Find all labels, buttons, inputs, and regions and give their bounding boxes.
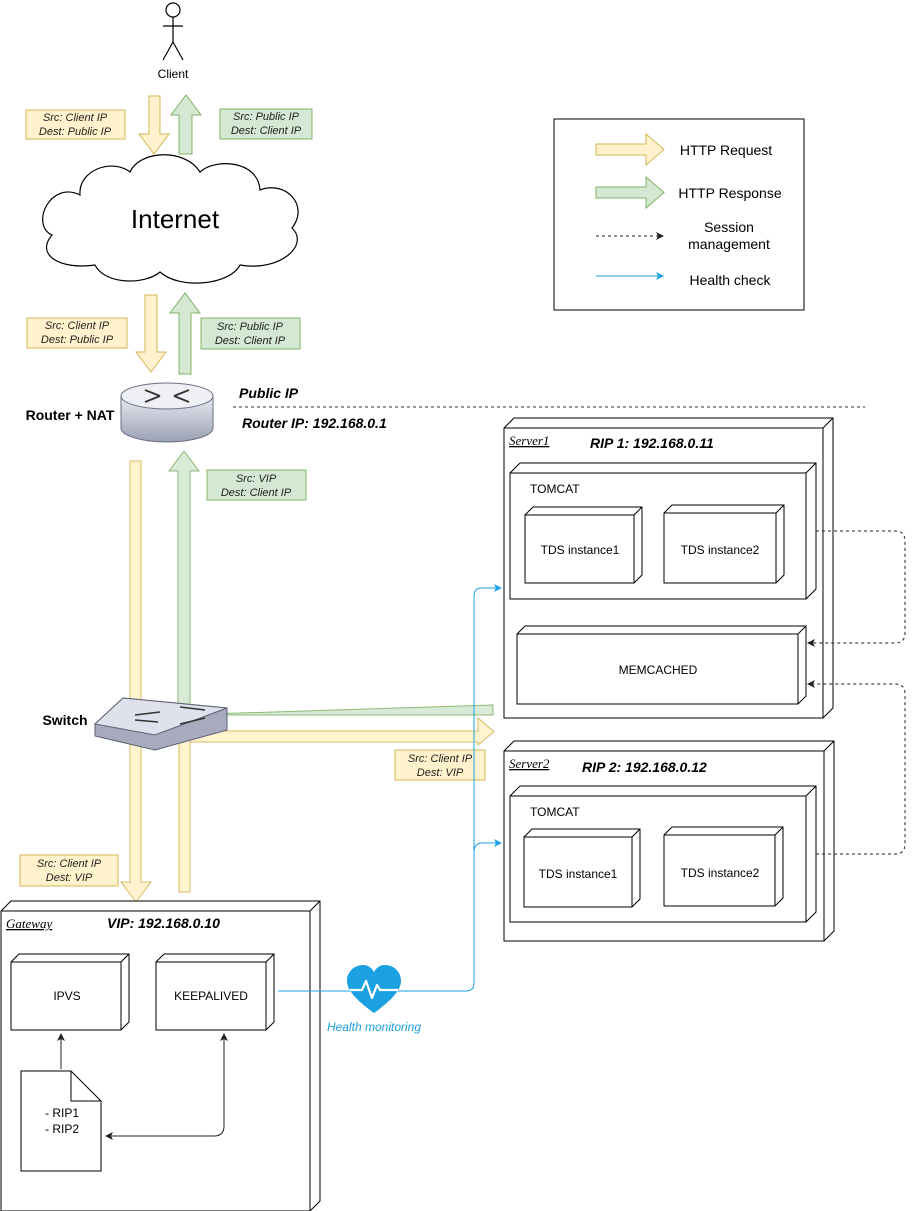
server2-instance2-label: TDS instance2	[681, 866, 760, 880]
svg-text:Dest: Public IP: Dest: Public IP	[41, 334, 114, 346]
gateway-vip: VIP: 192.168.0.10	[107, 915, 220, 931]
request-path-router-to-gateway	[120, 460, 152, 903]
note-top-request: Src: Client IP Dest: Public IP	[25, 109, 126, 140]
client-label: Client	[158, 67, 189, 81]
legend-response-label: HTTP Response	[678, 185, 781, 201]
ipvs-box	[10, 953, 130, 1031]
svg-text:Src: Client IP: Src: Client IP	[45, 320, 110, 332]
note-mid-response: Src: Public IP Dest: Client IP	[200, 317, 301, 350]
svg-text:Src: VIP: Src: VIP	[236, 473, 277, 485]
server1-tomcat-label: TOMCAT	[530, 482, 580, 496]
health-monitoring-label: Health monitoring	[327, 1020, 421, 1034]
ipvs-label: IPVS	[53, 989, 80, 1003]
request-path-switch-to-servers	[178, 716, 495, 893]
server2-rip: RIP 2: 192.168.0.12	[582, 759, 707, 775]
svg-text:Src: Public IP: Src: Public IP	[217, 321, 284, 333]
rip-list-keepalived-link	[105, 1033, 228, 1140]
server1-rip: RIP 1: 192.168.0.11	[590, 435, 714, 451]
rip-list-item-1: - RIP1	[45, 1106, 79, 1120]
note-top-response: Src: Public IP Dest: Client IP	[219, 108, 313, 140]
server2-instance1-label: TDS instance1	[539, 867, 618, 881]
legend-session-label-2: management	[688, 236, 770, 252]
server2-tomcat-label: TOMCAT	[530, 805, 580, 819]
session-link-server2-memcached	[807, 680, 906, 855]
server1-instance2-label: TDS instance2	[681, 543, 760, 557]
memcached-box	[516, 625, 807, 705]
rip-list-item-2: - RIP2	[45, 1122, 79, 1136]
router-label: Router + NAT	[26, 407, 115, 423]
switch-label: Switch	[42, 712, 87, 728]
svg-text:Src: Client IP: Src: Client IP	[408, 753, 473, 765]
request-arrow-client-internet	[138, 95, 170, 155]
server1-instance1-box	[524, 506, 643, 584]
session-link-server1-memcached	[807, 530, 906, 647]
public-ip-label: Public IP	[239, 385, 299, 401]
note-mid-request: Src: Client IP Dest: Public IP	[26, 317, 128, 349]
note-gateway-request: Src: Client IP Dest: VIP	[19, 854, 119, 887]
note-switch-request: Src: Client IP Dest: VIP	[394, 749, 486, 781]
memcached-label: MEMCACHED	[619, 663, 698, 677]
response-arrow-internet-client	[170, 94, 202, 155]
note-router-response: Src: VIP Dest: Client IP	[206, 469, 307, 501]
internet-cloud	[42, 154, 299, 284]
svg-text:Src: Public IP: Src: Public IP	[233, 111, 300, 123]
rip-list-document	[20, 1070, 102, 1172]
server1-instance1-label: TDS instance1	[541, 543, 620, 557]
keepalived-label: KEEPALIVED	[174, 989, 248, 1003]
server1-instance2-box	[663, 504, 785, 584]
response-arrow-router-internet	[169, 292, 201, 375]
router-icon	[120, 382, 214, 443]
svg-text:Dest: Client IP: Dest: Client IP	[231, 125, 302, 137]
legend-response-swatch	[595, 175, 665, 210]
server2-label: Server2	[509, 756, 550, 771]
svg-text:Dest: Client IP: Dest: Client IP	[215, 335, 286, 347]
legend-request-swatch	[595, 132, 665, 167]
svg-text:Dest: Public IP: Dest: Public IP	[39, 126, 112, 138]
health-check-to-server2	[473, 839, 502, 854]
heart-monitor-icon	[347, 965, 401, 1013]
server2-instance1-box	[523, 828, 641, 908]
svg-text:Dest: Client IP: Dest: Client IP	[221, 487, 292, 499]
svg-text:Src: Client IP: Src: Client IP	[37, 858, 102, 870]
svg-text:Src: Client IP: Src: Client IP	[43, 112, 108, 124]
legend: HTTP Request HTTP Response Session manag…	[553, 118, 805, 311]
svg-text:Dest: VIP: Dest: VIP	[417, 767, 464, 779]
keepalived-box	[155, 953, 275, 1031]
gateway-label: Gateway	[6, 916, 52, 931]
legend-request-label: HTTP Request	[680, 142, 772, 158]
health-check-to-server1	[278, 584, 502, 992]
server1-label: Server1	[509, 433, 549, 448]
server2-instance2-box	[663, 826, 784, 907]
internet-label: Internet	[131, 204, 220, 234]
request-arrow-internet-router	[135, 294, 167, 373]
svg-text:Dest: VIP: Dest: VIP	[46, 872, 93, 884]
legend-health-label: Health check	[690, 272, 772, 288]
router-ip-label: Router IP: 192.168.0.1	[242, 415, 387, 431]
client-icon	[162, 2, 184, 61]
legend-session-label-1: Session	[704, 219, 754, 235]
switch-icon	[93, 697, 228, 751]
